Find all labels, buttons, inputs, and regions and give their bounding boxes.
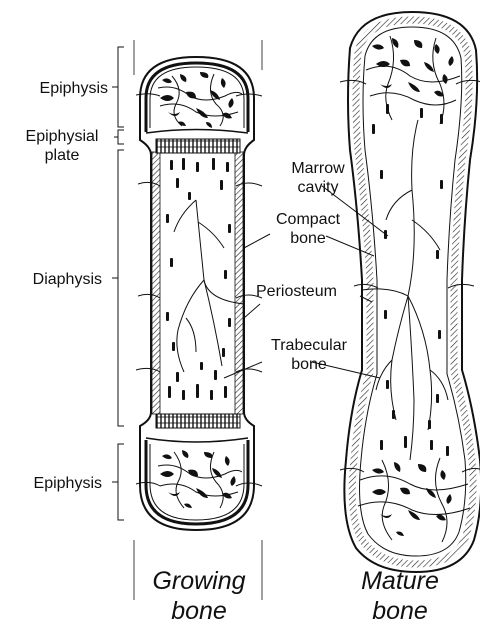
caption-mature-bone: Mature bone (330, 566, 470, 626)
left-brackets (112, 47, 124, 520)
caption-growing-line2: bone (124, 596, 274, 626)
growing-epiphysial-plate-top (156, 139, 240, 153)
caption-growing-bone: Growing bone (124, 566, 274, 626)
label-periosteum: Periosteum (256, 282, 337, 301)
mature-bone (340, 12, 480, 572)
label-trabecular-bone-line1: Trabecular (254, 336, 364, 355)
label-compact-bone: Compact bone (262, 210, 354, 248)
label-compact-bone-line1: Compact (262, 210, 354, 229)
label-diaphysis: Diaphysis (10, 270, 102, 289)
bracket-epiphysis-bottom (112, 444, 124, 520)
label-marrow-cavity-line2: cavity (268, 178, 368, 197)
bracket-diaphysis (112, 150, 124, 426)
label-epiphysial-plate-line2: plate (14, 146, 110, 165)
label-epiphysis-bottom: Epiphysis (10, 474, 102, 493)
label-epiphysis-top: Epiphysis (14, 79, 108, 98)
growing-bone (134, 40, 262, 600)
growing-compact-wall-left (152, 152, 160, 414)
caption-mature-line2: bone (330, 596, 470, 626)
caption-growing-line1: Growing (124, 566, 274, 596)
label-compact-bone-line2: bone (262, 229, 354, 248)
label-epiphysial-plate-line1: Epiphysial (14, 127, 110, 146)
label-marrow-cavity: Marrow cavity (268, 159, 368, 197)
mature-bone-outline (344, 12, 480, 572)
label-trabecular-bone: Trabecular bone (254, 336, 364, 374)
label-marrow-cavity-line1: Marrow (268, 159, 368, 178)
growing-epiphysial-plate-bottom (156, 414, 240, 428)
bracket-epiphysis-top (112, 47, 124, 127)
label-trabecular-bone-line2: bone (254, 355, 364, 374)
caption-mature-line1: Mature (330, 566, 470, 596)
label-epiphysial-plate: Epiphysial plate (14, 127, 110, 165)
bracket-epiphysial-plate (114, 130, 124, 144)
leader-periosteum-left (244, 304, 260, 318)
growing-compact-wall-right (235, 152, 243, 414)
